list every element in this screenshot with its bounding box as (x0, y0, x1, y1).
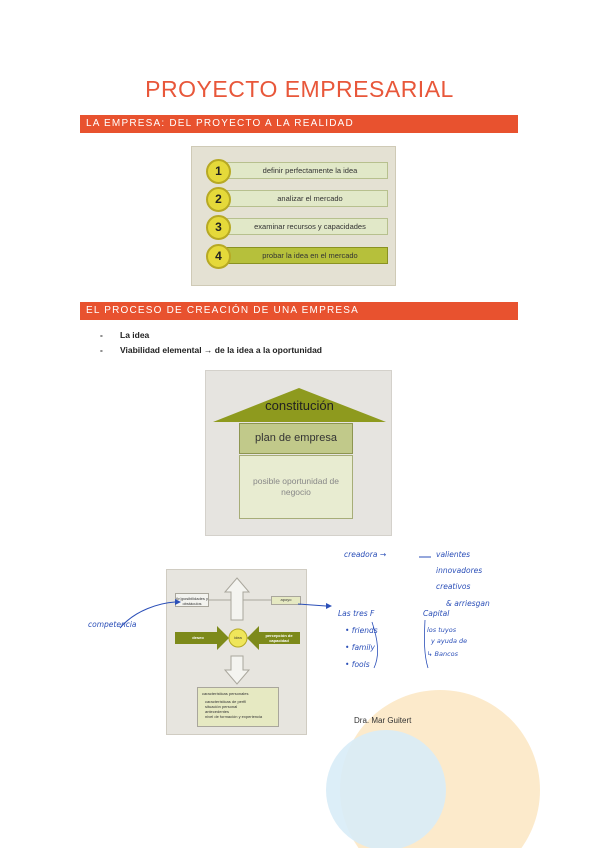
idea-label: idea (234, 635, 242, 640)
handwriting-f-2: • family (345, 643, 375, 652)
step-number: 3 (206, 215, 231, 240)
handwriting-valores-1: valientes (436, 550, 471, 559)
step-2: analizar el mercado 2 (206, 187, 390, 212)
handwriting-creadora: creadora → (344, 550, 387, 559)
handwriting-valores-2: innovadores (436, 566, 483, 575)
page-title: PROYECTO EMPRESARIAL (145, 76, 454, 102)
house-figure: constitución plan de empresa posible opo… (205, 370, 392, 536)
plan-block: plan de empresa (239, 423, 353, 454)
list-item: - La idea (100, 328, 322, 343)
handwriting-valores-4: & arriesgan (446, 599, 490, 608)
bullet-list: - La idea - Viabilidad elemental → de la i… (100, 328, 322, 358)
handwriting-competencia: competencia (88, 620, 137, 629)
step-label: probar la idea en el mercado (218, 247, 388, 264)
personal-traits-box: características personales característic… (197, 687, 279, 727)
step-1: definir perfectamente la idea 1 (206, 159, 390, 184)
obstacles-box: (in)posibilidades y obstáculos (175, 593, 209, 607)
handwriting-capital-2: y ayuda de (431, 637, 468, 645)
bullet-dash: - (100, 345, 103, 355)
roof-label: constitución (265, 398, 334, 413)
list-item: características de perfil (205, 699, 247, 704)
handwriting-tres-f: Las tres F (338, 609, 375, 618)
handwriting-f-1: • friends (345, 626, 378, 635)
step-number: 2 (206, 187, 231, 212)
list-item: situación personal (205, 704, 238, 709)
step-label: definir perfectamente la idea (218, 162, 388, 179)
steps-figure: definir perfectamente la idea 1 analizar… (191, 146, 396, 286)
step-4: probar la idea en el mercado 4 (206, 244, 390, 269)
handwriting-capital-1: los tuyos (427, 626, 457, 634)
list-item: nivel de formación y experiencia (205, 714, 263, 719)
handwriting-capital: Capital (423, 609, 450, 618)
capacity-label: percepción de capacidad (265, 633, 293, 643)
handwriting-capital-3: ↳ Bancos (427, 650, 459, 658)
base-block: posible oportunidad de negocio (239, 455, 353, 519)
list-item: antecedentes (205, 709, 230, 714)
idea-diagram: (in)posibilidades y obstáculos apoyo des… (166, 569, 307, 735)
bullet-dash: - (100, 330, 103, 340)
step-label: analizar el mercado (218, 190, 388, 207)
section-heading-proceso: EL PROCESO DE CREACIÓN DE UNA EMPRESA (80, 302, 518, 320)
step-number: 1 (206, 159, 231, 184)
bullet-text: La idea (120, 330, 150, 340)
list-item: - Viabilidad elemental → de la idea a la … (100, 343, 322, 358)
traits-title: características personales (202, 691, 249, 696)
bullet-text: Viabilidad elemental → de la idea a la o… (120, 345, 323, 355)
step-3: examinar recursos y capacidades 3 (206, 215, 390, 240)
section-heading-empresa: LA EMPRESA: DEL PROYECTO A LA REALIDAD (80, 115, 518, 133)
support-box: apoyo (271, 596, 301, 605)
handwriting-valores-3: creativos (436, 582, 471, 591)
roof-shape (213, 388, 386, 422)
step-label: examinar recursos y capacidades (218, 218, 388, 235)
desire-label: deseo (192, 635, 204, 640)
step-number: 4 (206, 244, 231, 269)
author-signature: Dra. Mar Guitert (354, 716, 412, 725)
handwriting-f-3: • fools (345, 660, 370, 669)
diagram-arrows (175, 577, 300, 685)
